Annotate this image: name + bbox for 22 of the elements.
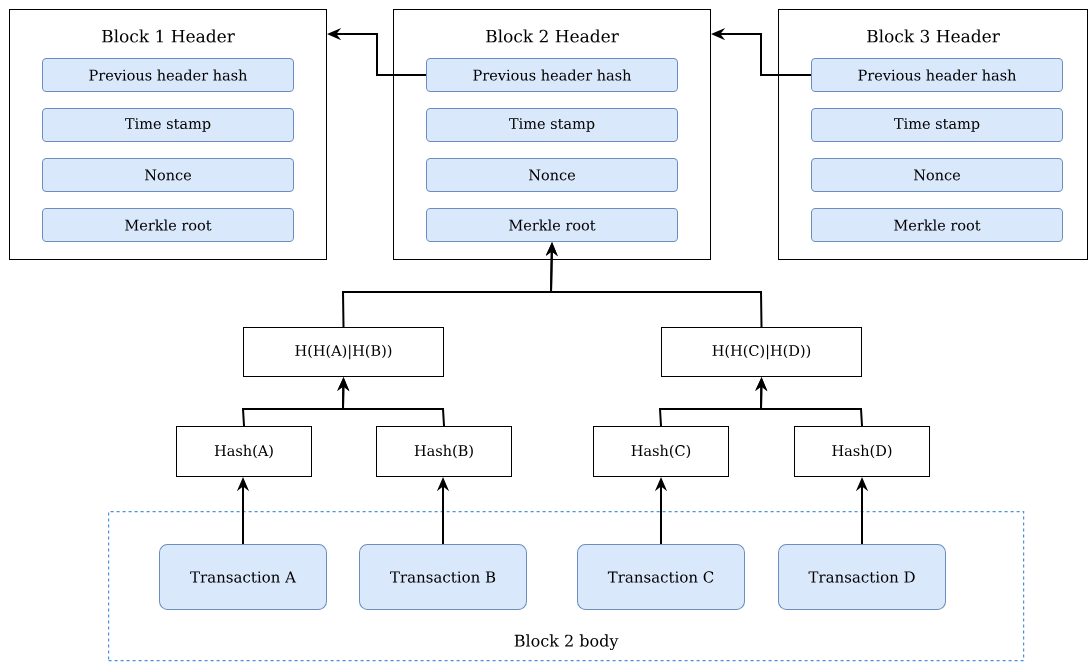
- hash-box: Hash(B): [376, 426, 512, 477]
- hash-box: H(H(C)|H(D)): [661, 327, 862, 377]
- field-box: Nonce: [426, 158, 678, 192]
- transaction-box: Transaction B: [359, 544, 527, 610]
- transaction-box: Transaction C: [577, 544, 745, 610]
- field-box: Time stamp: [426, 108, 678, 142]
- transaction-box: Transaction A: [159, 544, 327, 610]
- field-box: Nonce: [811, 158, 1063, 192]
- field-box: Merkle root: [426, 208, 678, 242]
- field-box: Time stamp: [811, 108, 1063, 142]
- field-box: Previous header hash: [42, 58, 294, 92]
- transaction-box: Transaction D: [778, 544, 946, 610]
- hash-box: Hash(C): [593, 426, 729, 477]
- hash-box: Hash(A): [176, 426, 312, 477]
- field-box: Previous header hash: [811, 58, 1063, 92]
- field-box: Merkle root: [811, 208, 1063, 242]
- field-box: Previous header hash: [426, 58, 678, 92]
- field-box: Nonce: [42, 158, 294, 192]
- field-box: Merkle root: [42, 208, 294, 242]
- hash-box: Hash(D): [794, 426, 930, 477]
- hash-box: H(H(A)|H(B)): [243, 327, 444, 377]
- field-box: Time stamp: [42, 108, 294, 142]
